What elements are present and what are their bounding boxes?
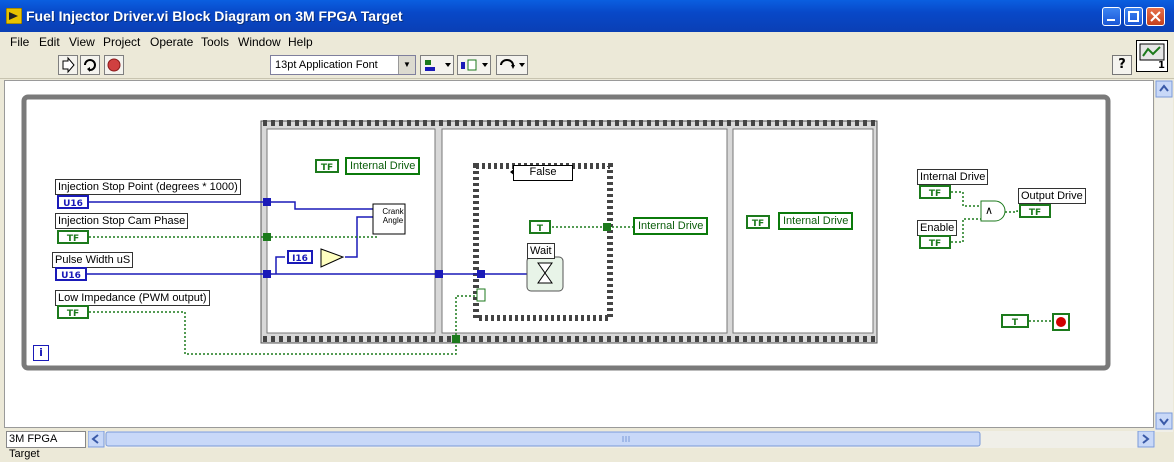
title-bar: Fuel Injector Driver.vi Block Diagram on…: [0, 0, 1174, 32]
font-select-value: 13pt Application Font: [275, 59, 378, 71]
horizontal-scrollbar[interactable]: [87, 430, 1155, 448]
label-stop-point: Injection Stop Point (degrees * 1000): [55, 179, 241, 195]
window-title: Fuel Injector Driver.vi Block Diagram on…: [26, 8, 403, 24]
local-var-t[interactable]: T: [529, 220, 551, 234]
target-tab[interactable]: 3M FPGA Target: [6, 431, 86, 460]
internal-drive-frame3[interactable]: Internal Drive: [778, 212, 854, 230]
toolbar: 13pt Application Font ▼: [0, 52, 1174, 79]
crank-angle-label: Crank Angle: [377, 207, 409, 225]
distribute-icon: [461, 59, 488, 71]
terminal-enable[interactable]: TF: [919, 235, 951, 249]
diagram-canvas: [21, 94, 1111, 371]
case-selector-terminal: [476, 288, 486, 302]
chevron-down-icon: ▼: [398, 56, 415, 74]
stop-sign-icon: [107, 58, 121, 72]
internal-drive-frame2[interactable]: Internal Drive: [633, 217, 709, 235]
stop-constant[interactable]: T: [1001, 314, 1029, 328]
vi-connector-icon: [1139, 43, 1165, 61]
minimize-icon: [1107, 19, 1115, 21]
terminal-low-impedance[interactable]: TF: [57, 305, 89, 319]
info-icon[interactable]: i: [33, 345, 49, 361]
run-button[interactable]: [58, 55, 78, 75]
case-selector-label[interactable]: False: [513, 165, 573, 181]
vi-icon-index: 1: [1158, 60, 1165, 71]
and-gate: [980, 200, 1006, 222]
label-enable: Enable: [917, 220, 958, 236]
run-continuously-icon: [84, 59, 96, 72]
menu-project[interactable]: Project: [103, 35, 141, 49]
context-help-button[interactable]: ?: [1112, 55, 1132, 75]
menu-view[interactable]: View: [69, 35, 95, 49]
menu-operate[interactable]: Operate: [150, 35, 194, 49]
menu-edit[interactable]: Edit: [39, 35, 60, 49]
label-internal-drive-out: Internal Drive: [917, 169, 989, 185]
terminal-cam-phase[interactable]: TF: [57, 230, 89, 244]
menu-bar: File Edit View Project Operate Tools Win…: [0, 32, 1174, 52]
hourglass-icon: [537, 262, 553, 284]
horizontal-scrollbar-track: [87, 430, 1155, 448]
minimize-button[interactable]: [1102, 7, 1121, 26]
stop-circle-icon: [1056, 317, 1066, 327]
vi-icon[interactable]: 1: [1136, 40, 1168, 72]
vertical-scrollbar[interactable]: [1155, 80, 1173, 432]
and-symbol: ∧: [985, 204, 994, 217]
close-button[interactable]: [1146, 7, 1165, 26]
run-arrow-icon: [62, 56, 75, 74]
align-icon: [425, 60, 451, 71]
align-objects-button[interactable]: [420, 55, 454, 75]
terminal-output-drive[interactable]: TF: [1019, 204, 1051, 218]
abort-button[interactable]: [104, 55, 124, 75]
label-low-impedance: Low Impedance (PWM output): [55, 290, 210, 306]
menu-tools[interactable]: Tools: [201, 35, 230, 49]
terminal-stop-point[interactable]: U16: [57, 195, 89, 209]
terminal-internal-drive-out[interactable]: TF: [919, 185, 951, 199]
terminal-pulse-width[interactable]: U16: [55, 267, 87, 281]
label-pulse-width: Pulse Width uS: [52, 252, 134, 268]
local-var-tf-1[interactable]: TF: [315, 159, 339, 173]
label-cam-phase: Injection Stop Cam Phase: [55, 213, 189, 229]
label-output-drive: Output Drive: [1018, 188, 1086, 204]
wait-label: Wait: [527, 243, 555, 259]
reorder-icon: [500, 59, 525, 69]
run-continuously-button[interactable]: [80, 55, 100, 75]
case-structure: [473, 163, 613, 321]
vertical-scrollbar-track: [1155, 80, 1173, 430]
crank-label-line2: Angle: [382, 216, 404, 225]
while-loop-border: [21, 94, 1111, 371]
reorder-button[interactable]: [496, 55, 528, 75]
menu-window[interactable]: Window: [238, 35, 281, 49]
labview-icon: [6, 8, 22, 24]
local-var-tf-3[interactable]: TF: [746, 215, 770, 229]
font-select[interactable]: 13pt Application Font ▼: [270, 55, 416, 75]
maximize-icon: [1128, 11, 1139, 22]
multiply-node: [320, 248, 345, 268]
i16-conversion[interactable]: I16: [287, 250, 313, 264]
block-diagram[interactable]: Injection Stop Point (degrees * 1000) U1…: [4, 80, 1154, 428]
crank-label-line1: Crank: [382, 207, 404, 216]
tunnels: [263, 198, 611, 343]
close-icon: [1150, 11, 1161, 22]
menu-help[interactable]: Help: [288, 35, 313, 49]
crank-angle-subvi: [372, 203, 406, 235]
internal-drive-frame1[interactable]: Internal Drive: [345, 157, 421, 175]
menu-file[interactable]: File: [10, 35, 30, 49]
distribute-objects-button[interactable]: [457, 55, 491, 75]
maximize-button[interactable]: [1124, 7, 1143, 26]
